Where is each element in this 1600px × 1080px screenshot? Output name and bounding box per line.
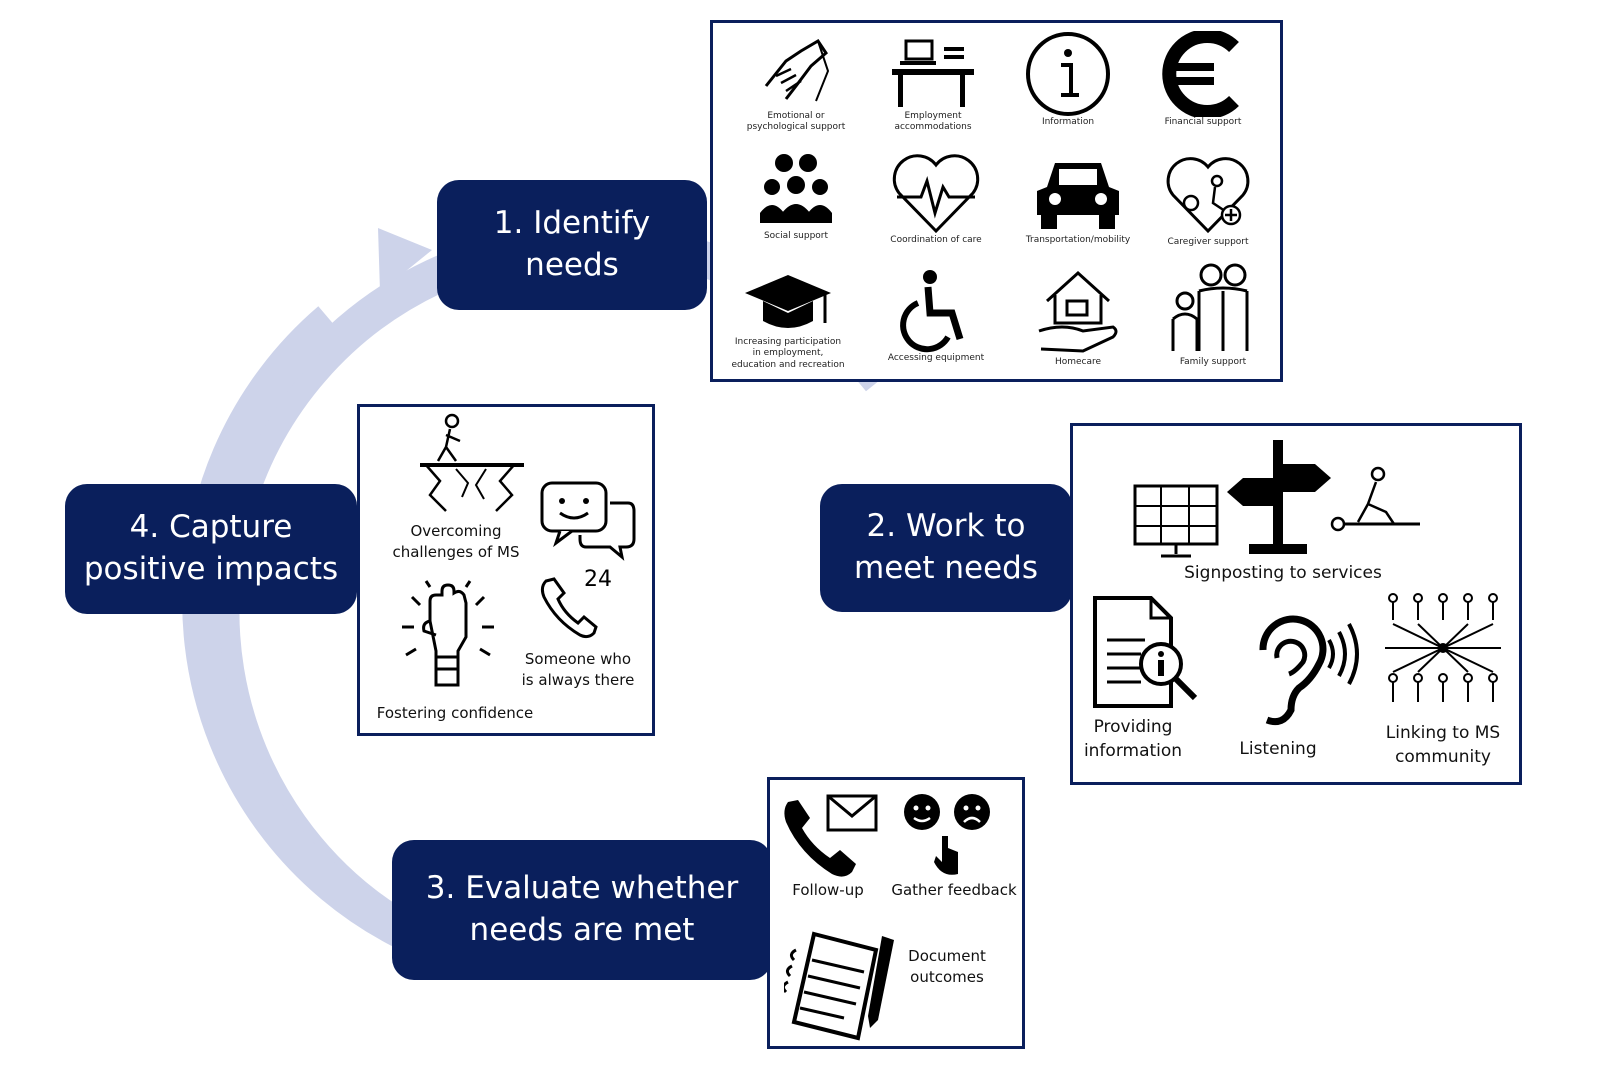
need-item: Information <box>1003 31 1133 128</box>
work-panel: Signposting to services Providing inform… <box>1070 423 1522 785</box>
need-label: Social support <box>763 231 829 241</box>
house-hand-icon <box>1033 261 1123 357</box>
desk-icon <box>892 31 974 107</box>
need-item: Transportation/mobility <box>1003 151 1153 246</box>
need-item: Employment accommodations <box>868 31 998 134</box>
needs-panel: Emotional or psychological support Emplo… <box>710 20 1283 382</box>
cycle-ring-left <box>182 306 409 946</box>
linking-community-label: Linking to MS community <box>1385 723 1501 767</box>
caregiver-heart-icon <box>1163 151 1253 237</box>
document-search-icon <box>1091 594 1199 710</box>
cycle-arrowhead <box>378 228 432 292</box>
signposting-label: Signposting to services <box>1184 563 1382 583</box>
heartbeat-icon <box>889 151 983 235</box>
need-label: Emotional or psychological support <box>746 111 846 133</box>
need-item: Emotional or psychological support <box>731 31 861 134</box>
need-label: Coordination of care <box>890 235 982 245</box>
car-icon <box>1037 163 1119 229</box>
evaluate-panel: Follow-up Gather feedback Document outco… <box>767 777 1025 1049</box>
wheelchair-icon <box>896 270 976 353</box>
information-icon <box>1023 31 1113 117</box>
step-identify-needs: 1. Identify needs <box>437 180 707 310</box>
need-label: Accessing equipment <box>887 353 985 363</box>
signpost-icon <box>1227 440 1331 554</box>
fostering-confidence-label: Fostering confidence <box>376 704 534 722</box>
need-label: Transportation/mobility <box>1025 235 1131 245</box>
need-item: Coordination of care <box>861 151 1011 246</box>
phone-24-badge: 24 <box>584 567 612 592</box>
someone-always-there-label: Someone who is always there <box>521 650 635 689</box>
document-outcomes-label: Document outcomes <box>908 947 986 986</box>
phone-24-icon <box>538 573 628 643</box>
providing-information-label: Providing information <box>1083 717 1183 761</box>
euro-icon <box>1158 31 1248 117</box>
step-capture-impacts: 4. Capture positive impacts <box>65 484 357 614</box>
need-item: Social support <box>721 151 871 242</box>
raised-fist-icon <box>402 577 494 695</box>
need-label: Financial support <box>1164 117 1242 127</box>
phone-envelope-icon <box>784 792 880 877</box>
need-item: Caregiver support <box>1138 151 1278 248</box>
family-icon <box>1163 261 1263 357</box>
group-icon <box>760 154 832 223</box>
need-label: Homecare <box>1054 357 1102 367</box>
gather-feedback-label: Gather feedback <box>891 881 1017 899</box>
need-label: Employment accommodations <box>894 111 972 133</box>
community-network-icon <box>1381 590 1505 708</box>
chat-bubbles-icon <box>538 477 638 563</box>
overcoming-challenges-label: Overcoming challenges of MS <box>392 522 520 561</box>
need-label: Family support <box>1179 357 1247 367</box>
first-aid-person-icon <box>1328 466 1424 536</box>
step-evaluate: 3. Evaluate whether needs are met <box>392 840 772 980</box>
need-label: Caregiver support <box>1167 237 1249 247</box>
need-label: Information <box>1041 117 1095 127</box>
step-work-to-meet-needs: 2. Work to meet needs <box>820 484 1072 612</box>
need-item: Increasing participation in employment, … <box>713 271 863 371</box>
handshake-icon <box>756 31 836 111</box>
notebook-pen-icon <box>784 920 894 1044</box>
need-item: Financial support <box>1138 31 1268 128</box>
need-item: Homecare <box>1003 261 1153 368</box>
need-item: Family support <box>1143 261 1283 368</box>
need-item: Accessing equipment <box>861 267 1011 364</box>
video-call-icon <box>1131 482 1221 562</box>
ear-icon <box>1233 610 1363 730</box>
feedback-faces-icon <box>904 794 990 875</box>
listening-label: Listening <box>1239 739 1317 759</box>
walking-across-gap-icon <box>416 411 528 521</box>
follow-up-label: Follow-up <box>792 881 864 899</box>
impacts-panel: Overcoming challenges of MS 24 Someone w… <box>357 404 655 736</box>
need-label: Increasing participation in employment, … <box>731 337 845 370</box>
graduation-cap-icon <box>745 275 831 328</box>
